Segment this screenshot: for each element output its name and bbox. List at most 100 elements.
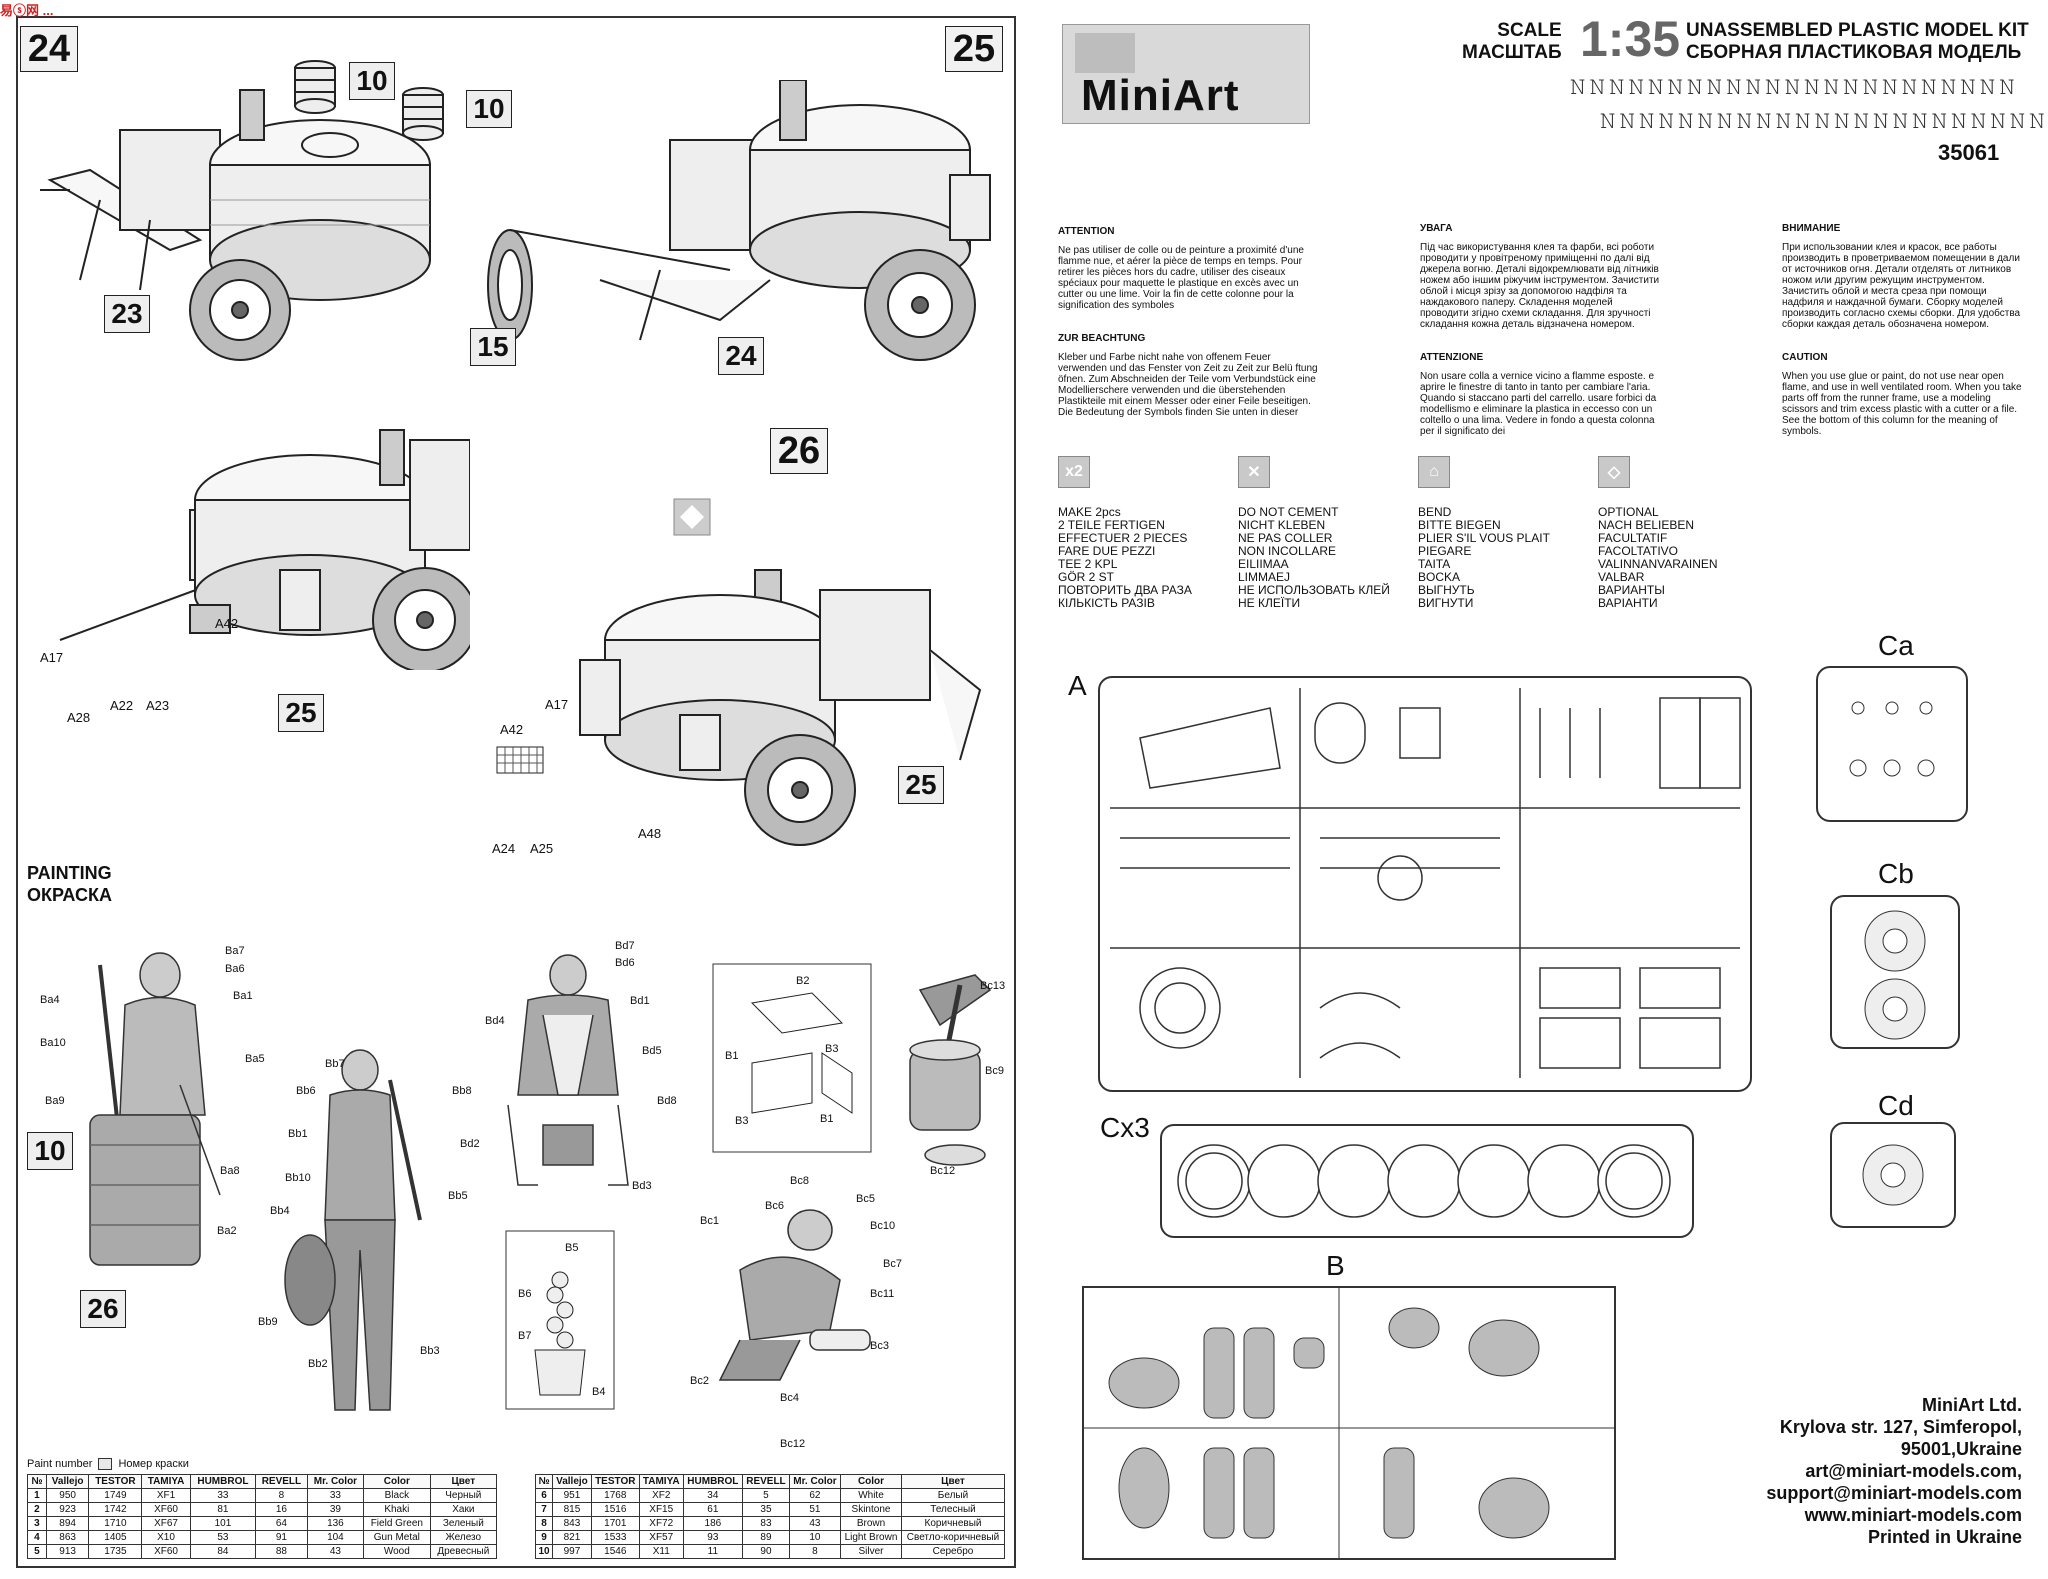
symbol-line: ВЫГНУТЬ bbox=[1418, 583, 1475, 597]
table-cell: Brown bbox=[839, 1516, 903, 1531]
paint-table-header: Vallejo bbox=[552, 1474, 592, 1489]
painting-title-en: PAINTING bbox=[27, 863, 112, 883]
paint-legend-ru: Номер краски bbox=[118, 1458, 189, 1470]
table-cell: 863 bbox=[45, 1530, 90, 1545]
sprue-cd-parts-drawing bbox=[1862, 1144, 1924, 1206]
box-b-diagram bbox=[712, 963, 872, 1153]
fig1-label: Ba8 bbox=[220, 1165, 240, 1177]
symbol-line: VALBAR bbox=[1598, 570, 1645, 584]
grille-part-a42 bbox=[496, 746, 544, 774]
table-cell: Древесный bbox=[429, 1544, 498, 1559]
symbol-line: DO NOT CEMENT bbox=[1238, 505, 1339, 519]
table-cell: Светло-коричневый bbox=[901, 1530, 1005, 1545]
callout-10: 10 bbox=[349, 62, 395, 100]
scale-value: 1:35 bbox=[1580, 11, 1681, 67]
warning-de-body: Kleber und Farbe nicht nahe von offenem … bbox=[1058, 352, 1318, 418]
symbol-line: LIMMAEJ bbox=[1238, 570, 1291, 584]
table-cell: 1701 bbox=[590, 1516, 640, 1531]
sprue-cb-label: Cb bbox=[1878, 858, 1914, 889]
warning-de: ZUR BEACHTUNG Kleber und Farbe nicht nah… bbox=[1058, 333, 1318, 418]
table-cell: 4 bbox=[27, 1530, 47, 1545]
sprue-cx3-label: Cx3 bbox=[1100, 1112, 1150, 1143]
table-cell: 997 bbox=[552, 1544, 592, 1559]
part-label-a17: A17 bbox=[545, 697, 569, 712]
paint-table-header: TESTOR bbox=[88, 1474, 143, 1489]
symbol-line: OPTIONAL bbox=[1598, 505, 1659, 519]
symbol-line: ВИГНУТИ bbox=[1418, 596, 1474, 610]
table-cell: 8 bbox=[534, 1516, 554, 1531]
symbol-line: NE PAS COLLER bbox=[1238, 531, 1333, 545]
fig2-label: Bb6 bbox=[296, 1085, 316, 1097]
sprue-a bbox=[1098, 676, 1752, 1092]
fig1-label: Ba7 bbox=[225, 945, 245, 957]
table-cell: 951 bbox=[552, 1488, 592, 1503]
warning-it-body: Non usare colla a vernice vicino a flamm… bbox=[1420, 371, 1657, 437]
fig1-label: Ba1 bbox=[233, 990, 253, 1002]
table-cell: 35 bbox=[741, 1502, 790, 1517]
scale-label-en: SCALE bbox=[1497, 20, 1562, 41]
table-cell: 33 bbox=[189, 1488, 257, 1503]
warning-en-title: CAUTION bbox=[1782, 352, 1828, 363]
part-label-a48: A48 bbox=[638, 826, 662, 841]
sprue-b-label: B bbox=[1326, 1250, 1345, 1281]
company-website-link[interactable]: www.miniart-models.com bbox=[1804, 1505, 2022, 1525]
kit-number: 35061 bbox=[1938, 140, 2000, 165]
fig2-label: Bb4 bbox=[270, 1205, 290, 1217]
company-email-support[interactable]: support@miniart-models.com bbox=[1766, 1483, 2022, 1503]
table-cell: 1749 bbox=[88, 1488, 143, 1503]
table-cell: Коричневый bbox=[901, 1516, 1005, 1531]
fig4-label: Bc1 bbox=[700, 1215, 719, 1227]
table-cell: 5 bbox=[27, 1544, 47, 1559]
part-label-a28: A28 bbox=[67, 710, 91, 725]
kit-title-en: UNASSEMBLED PLASTIC MODEL KIT bbox=[1686, 20, 2029, 41]
warning-ru-title: ВНИМАНИЕ bbox=[1782, 223, 1841, 234]
paint-legend: Paint number Номер краски bbox=[27, 1458, 189, 1470]
logo-text: MiniArt bbox=[1081, 71, 1240, 120]
table-cell: 2 bbox=[27, 1502, 47, 1517]
table-cell: 1735 bbox=[88, 1544, 143, 1559]
figure-soldier-drawing bbox=[284, 1049, 422, 1411]
company-email-art[interactable]: art@miniart-models.com, bbox=[1805, 1461, 2022, 1481]
figure-seated-cook-drawing bbox=[507, 954, 629, 1186]
painting-title-ru: ОКРАСКА bbox=[27, 885, 112, 905]
table-cell: Skintone bbox=[839, 1502, 903, 1517]
fig4-label: Bc4 bbox=[780, 1392, 799, 1404]
step-24-number: 24 bbox=[20, 26, 78, 72]
warning-ua-title: УВАГА bbox=[1420, 223, 1453, 234]
sprue-b-parts-drawing bbox=[1084, 1288, 1614, 1558]
fig2-label: Bb1 bbox=[288, 1128, 308, 1140]
table-cell: 43 bbox=[306, 1544, 365, 1559]
table-cell: 815 bbox=[552, 1502, 592, 1517]
step-26-drawing-front bbox=[579, 569, 982, 846]
paint-swatch-icon bbox=[98, 1458, 113, 1470]
table-cell: Железо bbox=[429, 1530, 498, 1545]
table-cell: XF1 bbox=[141, 1488, 191, 1503]
axe-label: Bc12 bbox=[930, 1165, 956, 1177]
table-cell: 61 bbox=[682, 1502, 743, 1517]
symbol-line: PIEGARE bbox=[1418, 544, 1472, 558]
step-26-number: 26 bbox=[770, 428, 828, 474]
callout-10: 10 bbox=[27, 1132, 73, 1170]
fig2-label: Bb5 bbox=[448, 1190, 468, 1202]
part-label-a42: A42 bbox=[500, 722, 524, 737]
miniart-logo: MiniArt bbox=[1062, 24, 1310, 124]
symbol-line: EFFECTUER 2 PIECES bbox=[1058, 531, 1188, 545]
symbol-line: FACULTATIF bbox=[1598, 531, 1668, 545]
fig1-label: Ba4 bbox=[40, 994, 60, 1006]
boxb-label: B1 bbox=[820, 1113, 834, 1125]
fig3-label: Bd8 bbox=[657, 1095, 677, 1107]
bend-icon: ⌂ bbox=[1418, 456, 1450, 488]
table-cell: 8 bbox=[255, 1488, 308, 1503]
table-cell: Зеленый bbox=[429, 1516, 498, 1531]
table-cell: 34 bbox=[682, 1488, 743, 1503]
symbol-line: ВАРІАНТИ bbox=[1598, 596, 1658, 610]
symbol-line: EILIIMAA bbox=[1238, 557, 1289, 571]
sprue-a-label: A bbox=[1068, 670, 1087, 701]
